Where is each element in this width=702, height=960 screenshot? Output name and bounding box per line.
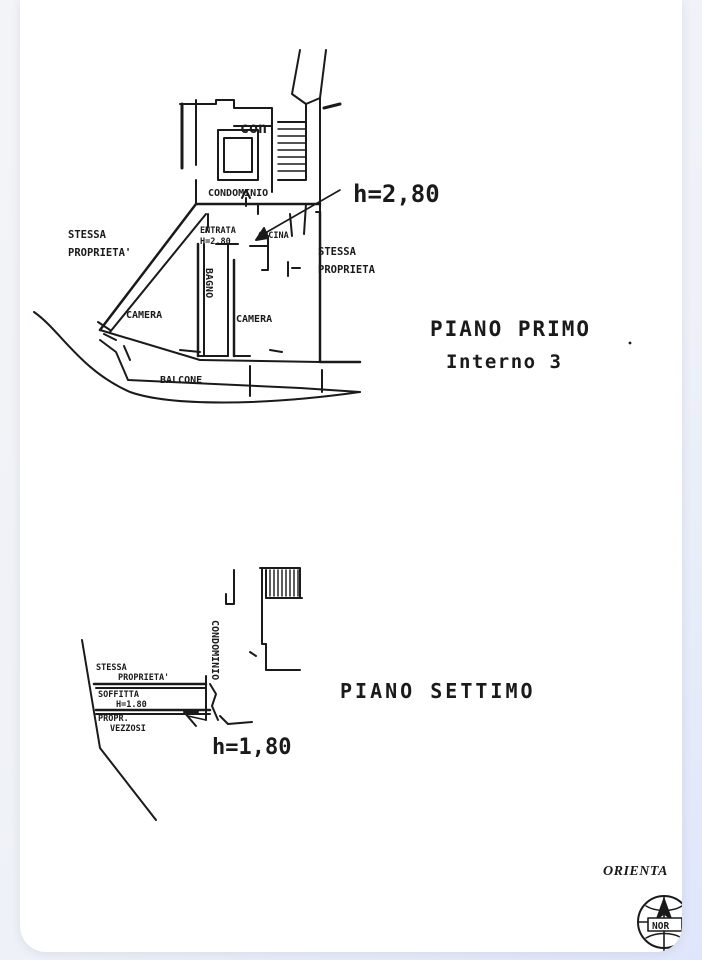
first-floor-subtitle: Interno 3 <box>446 351 562 373</box>
seventh-floor-height-note: h=1,80 <box>212 735 291 760</box>
compass-text: NOR <box>652 921 669 932</box>
attic-height-label: H=1.80 <box>116 700 147 710</box>
seventh-same-property-line2: PROPRIETA' <box>118 673 169 683</box>
seventh-condominium-label: CONDOMINIO <box>209 620 220 680</box>
seventh-same-property-line1: STESSA <box>96 663 127 673</box>
same-property-left-line2: PROPRIETA' <box>68 247 131 259</box>
same-property-right-line1: STESSA <box>318 246 357 258</box>
height-pointer-line <box>259 189 341 237</box>
attic-outline <box>81 639 253 821</box>
floor-plan-drawing: con CONDOMINIO ENTRATA H=2.80 CUCINA STE… <box>33 49 682 952</box>
entrance-height-label: H=2.80 <box>200 237 231 247</box>
balcony-details <box>97 321 283 361</box>
same-property-right-line2: PROPRIETA <box>318 264 376 276</box>
same-property-left-line1: STESSA <box>68 229 107 241</box>
kitchen-label: CUCINA <box>258 231 289 241</box>
condominium-label: CONDOMINIO <box>208 188 268 199</box>
staircase-block <box>179 49 342 205</box>
apartment-outline <box>33 179 362 404</box>
seventh-height-pointer-head <box>183 711 199 727</box>
first-floor-plan: con CONDOMINIO ENTRATA H=2.80 CUCINA STE… <box>33 49 376 404</box>
first-floor-title: PIANO PRIMO <box>430 317 591 341</box>
bathroom-label: BAGNO <box>203 268 214 298</box>
seventh-floor-staircase <box>225 567 303 671</box>
seventh-floor-plan: CONDOMINIO STESSA PROPRIETA' SOFFITTA H=… <box>81 567 303 821</box>
attic-label: SOFFITTA <box>98 690 139 700</box>
stray-mark <box>628 341 632 345</box>
floor-plan-sheet: con CONDOMINIO ENTRATA H=2.80 CUCINA STE… <box>20 0 682 952</box>
orientation-label: ORIENTA <box>603 864 668 879</box>
height-pointer-head <box>255 227 269 241</box>
first-floor-height-note: h=2,80 <box>353 180 440 208</box>
interior-walls <box>196 235 301 358</box>
entrance-label: ENTRATA <box>200 226 236 236</box>
seventh-height-pointer-line <box>187 715 207 721</box>
staircase-label: con <box>240 119 267 137</box>
bedroom-right-label: CAMERA <box>236 314 272 325</box>
neighbor-label-line1: PROPR. <box>98 714 129 724</box>
neighbor-label-line2: VEZZOSI <box>110 724 146 734</box>
compass-icon: NOR <box>637 895 682 952</box>
entrance-arrow-head <box>241 189 251 199</box>
balcony-label: BALCONE <box>160 375 202 386</box>
seventh-floor-title: PIANO SETTIMO <box>340 679 536 703</box>
bedroom-left-label: CAMERA <box>126 310 162 321</box>
